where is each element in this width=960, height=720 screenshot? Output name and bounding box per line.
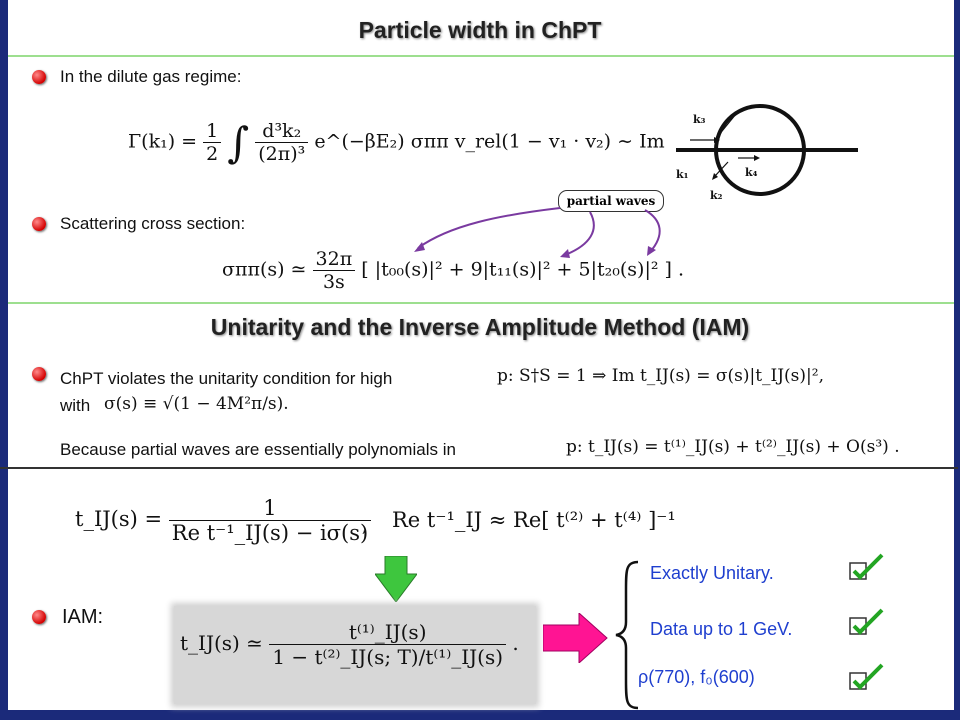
divider-middle — [8, 302, 954, 304]
section2-title: Unitarity and the Inverse Amplitude Meth… — [210, 314, 750, 340]
unitarity-line2-math: σ(s) ≡ √(1 − 4M²π/s). — [104, 394, 289, 414]
partial-waves-arrows — [414, 207, 661, 258]
t-inverse-equation: t_IJ(s) = 1 Re t⁻¹_IJ(s) − iσ(s) — [75, 496, 372, 545]
label-k3: k₃ — [693, 113, 706, 126]
iam-lhs: t_IJ(s) ≃ — [180, 631, 263, 655]
result-data-1gev: Data up to 1 GeV. — [650, 619, 793, 639]
sigma-lhs: σππ(s) ≃ — [222, 258, 307, 281]
left-brace-icon — [615, 560, 639, 710]
label-k2: k₂ — [710, 189, 723, 202]
t-lhs: t_IJ(s) = — [75, 507, 163, 531]
label-k1: k₁ — [676, 168, 689, 181]
unitarity-line1-text: ChPT violates the unitarity condition fo… — [60, 369, 393, 388]
result-resonances: ρ(770), f₀(600) — [638, 667, 755, 687]
polynomial-line-math: p: t_IJ(s) = t⁽¹⁾_IJ(s) + t⁽²⁾_IJ(s) + O… — [566, 437, 900, 457]
bottom-frame-bar — [0, 710, 960, 720]
cross-section-equation: σππ(s) ≃ 32π 3s [ |t₀₀(s)|² + 9|t₁₁(s)|²… — [222, 248, 684, 293]
label-k4: k₄ — [745, 166, 758, 179]
sigma-fraction: 32π 3s — [312, 248, 356, 293]
comma: , — [362, 520, 367, 536]
iam-label: IAM: — [62, 606, 104, 628]
right-frame-bar — [954, 0, 960, 720]
iam-formula-box — [174, 606, 536, 704]
checkmark-icon — [849, 663, 884, 690]
partial-waves-label: partial waves — [558, 190, 664, 212]
section1-title: Particle width in ChPT — [358, 17, 602, 43]
t-fraction: 1 Re t⁻¹_IJ(s) − iσ(s) — [168, 496, 372, 545]
iam-equation: t_IJ(s) ≃ t⁽¹⁾_IJ(s) 1 − t⁽²⁾_IJ(s; T)/t… — [180, 620, 519, 669]
bullet-icon — [32, 217, 46, 231]
right-arrow-icon — [543, 613, 608, 663]
result-exactly-unitary: Exactly Unitary. — [650, 563, 774, 583]
sigma-rhs: [ |t₀₀(s)|² + 9|t₁₁(s)|² + 5|t₂₀(s)|² ] … — [361, 258, 684, 281]
unitarity-line1-math: p: S†S = 1 ⇒ Im t_IJ(s) = σ(s)|t_IJ(s)|²… — [497, 366, 824, 386]
iam-fraction: t⁽¹⁾_IJ(s) 1 − t⁽²⁾_IJ(s; T)/t⁽¹⁾_IJ(s) — [269, 620, 507, 669]
left-frame-bar — [0, 0, 8, 720]
divider-top — [8, 55, 954, 57]
re-relation: Re t⁻¹_IJ ≈ Re[ t⁽²⁾ + t⁽⁴⁾ ]⁻¹ — [392, 508, 676, 532]
down-arrow-icon — [375, 556, 417, 602]
checkmark-icon — [849, 553, 884, 580]
bullet-icon — [32, 367, 46, 381]
bullet-cross-section: Scattering cross section: — [60, 214, 246, 233]
width-lhs: Γ(k₁) = — [128, 130, 198, 153]
width-rest: e^(−βE₂) σππ v_rel(1 − v₁ · v₂) ∼ Im — [314, 130, 665, 153]
feynman-diagram — [676, 104, 858, 196]
unitarity-line2-text: with — [60, 396, 91, 415]
bullet-dilute-gas: In the dilute gas regime: — [60, 67, 242, 86]
measure-fraction: d³k₂ (2π)³ — [255, 120, 309, 165]
half-fraction: 1 2 — [203, 120, 222, 165]
checkmark-icon — [849, 608, 884, 635]
lower-panel — [0, 467, 958, 592]
integral-sign: ∫ — [227, 118, 250, 167]
bullet-icon — [32, 70, 46, 84]
polynomial-line-text: Because partial waves are essentially po… — [60, 440, 456, 459]
width-equation: Γ(k₁) = 1 2 ∫ d³k₂ (2π)³ e^(−βE₂) σππ v_… — [128, 118, 665, 167]
bullet-icon — [32, 610, 46, 624]
iam-dot: . — [512, 631, 519, 655]
